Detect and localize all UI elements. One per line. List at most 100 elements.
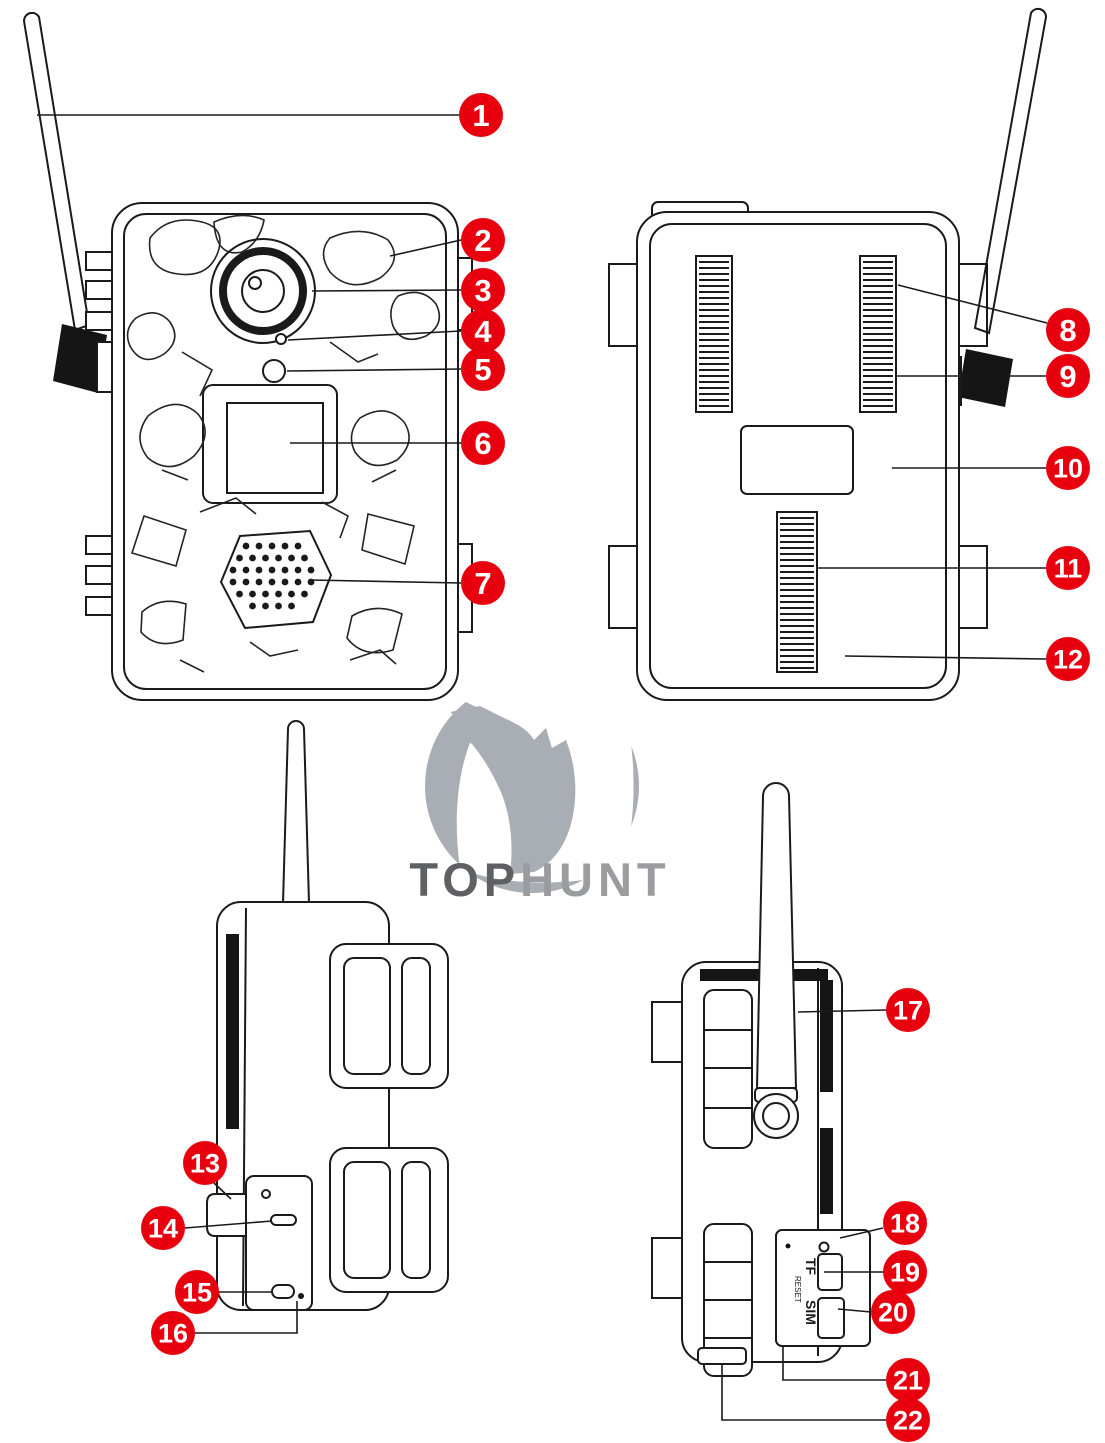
front-view <box>22 11 473 701</box>
speaker <box>219 529 333 630</box>
callout-circle <box>461 218 505 262</box>
callout-circle <box>175 1270 219 1314</box>
callout-circle <box>886 1358 930 1402</box>
strap-buckle-lower <box>329 1147 449 1293</box>
camo-shape <box>322 230 396 286</box>
hinge <box>959 545 988 629</box>
callout-9: 9 <box>897 354 1090 398</box>
latch-bar <box>85 535 113 555</box>
brand-wordmark: TOPHUNT <box>409 853 670 906</box>
callout-11: 11 <box>818 546 1090 590</box>
reset-label: RESET <box>793 1276 802 1303</box>
callout-number: 14 <box>148 1214 178 1244</box>
speaker-dot <box>262 602 269 610</box>
camo-shape <box>390 291 441 341</box>
callout-number: 18 <box>890 1209 920 1239</box>
callout-7: 7 <box>309 561 505 605</box>
camera-lens <box>210 238 316 344</box>
callout-17: 17 <box>797 988 930 1032</box>
callout-number: 22 <box>893 1406 923 1436</box>
callout-18: 18 <box>839 1201 927 1245</box>
panel-screw <box>261 1189 271 1199</box>
camo-shape <box>350 410 410 467</box>
front-left-latches <box>85 251 113 616</box>
front-antenna <box>22 11 91 332</box>
callout-circle <box>461 561 505 605</box>
camo-shape <box>213 214 265 254</box>
callout-leader-line <box>897 284 1048 324</box>
speaker-dot <box>249 590 256 598</box>
antenna-loop-inner <box>762 1102 790 1130</box>
speaker-dot <box>294 542 302 550</box>
camo-shape <box>130 514 187 567</box>
hinge <box>608 263 637 347</box>
speaker-dot <box>288 554 295 562</box>
speaker-dot <box>249 554 256 562</box>
speaker-dot <box>268 566 276 574</box>
callout-number: 5 <box>474 352 491 387</box>
camo-crack <box>249 641 299 657</box>
speaker-dot <box>268 578 276 586</box>
small-hole <box>785 1243 791 1249</box>
speaker-dot <box>249 602 256 610</box>
callout-20: 20 <box>837 1290 915 1334</box>
side-antenna-folded <box>755 782 798 1089</box>
lens-highlight <box>248 276 262 290</box>
hinge <box>651 1237 682 1299</box>
speaker-dot <box>288 602 295 610</box>
speaker-dot <box>301 590 308 598</box>
callout-14: 14 <box>141 1206 273 1250</box>
callout-leader-line <box>389 239 462 257</box>
latch-bar <box>85 565 113 585</box>
front-cover-gap <box>226 934 239 1129</box>
nameplate <box>740 425 854 495</box>
callout-leader-line <box>309 579 462 584</box>
buckle-slot <box>401 1161 431 1279</box>
callout-4: 4 <box>287 309 505 353</box>
callout-leader-line <box>213 1182 232 1200</box>
brand-wordmark-top: TOP <box>409 853 520 906</box>
lens-ring <box>219 247 307 335</box>
camo-crack <box>321 501 349 539</box>
pir-window-glass <box>226 402 324 494</box>
back-side-hinges <box>608 263 988 629</box>
callout-circle <box>883 1201 927 1245</box>
hinge <box>608 545 637 629</box>
speaker-dot <box>255 542 263 550</box>
camo-crack <box>181 351 214 397</box>
callout-circle <box>886 1398 930 1442</box>
speaker-dot <box>281 566 289 574</box>
speaker-dot <box>242 566 250 574</box>
callout-leader-line <box>782 1347 886 1381</box>
back-body-inner-edge <box>649 223 947 689</box>
camo-crack <box>371 469 397 483</box>
strap-rail-lower <box>703 1223 753 1377</box>
callout-10: 10 <box>892 446 1090 490</box>
callout-circle <box>883 1250 927 1294</box>
camo-crack <box>179 659 205 673</box>
callout-circle <box>461 309 505 353</box>
callout-circle <box>459 93 503 137</box>
callout-circle <box>461 421 505 465</box>
speaker-dot-grid <box>229 542 315 610</box>
latch-bar <box>85 311 113 331</box>
callout-number: 15 <box>182 1278 212 1308</box>
speaker-dot <box>242 542 250 550</box>
callout-number: 4 <box>474 314 492 349</box>
callout-number: 10 <box>1053 454 1083 484</box>
callout-leader-line <box>286 368 462 372</box>
camo-crack <box>329 341 379 363</box>
callout-6: 6 <box>290 421 505 465</box>
lens-glass <box>241 269 285 313</box>
panel-screw <box>818 1241 830 1253</box>
callout-number: 3 <box>474 273 491 308</box>
card-slot-panel: TF RESET SIM <box>775 1229 871 1347</box>
camo-shape <box>361 513 415 566</box>
camo-shape <box>139 403 206 468</box>
camo-crack <box>161 469 189 481</box>
callout-number: 12 <box>1053 645 1083 675</box>
speaker-dot <box>268 542 276 550</box>
usb-c-port <box>270 1214 297 1226</box>
